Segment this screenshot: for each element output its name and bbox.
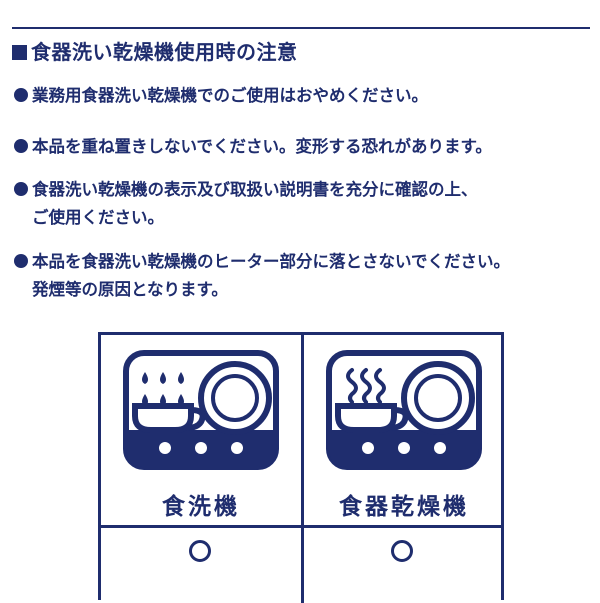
dishwasher-ok-mark — [189, 540, 211, 562]
note-text: 業務用食器洗い乾燥機でのご使用はおやめください。 — [32, 86, 428, 105]
section-heading: 食器洗い乾燥機使用時の注意 — [12, 36, 298, 65]
note-text: 本品を重ね置きしないでください。変形する恐れがあります。 — [32, 137, 492, 156]
note-text-continued: ご使用ください。 — [32, 208, 164, 227]
mark-row-divider — [101, 525, 501, 528]
note-text-continued: 発煙等の原因となります。 — [32, 280, 228, 299]
note-item: 食器洗い乾燥機の表示及び取扱い説明書を充分に確認の上、 ご使用ください。 — [14, 176, 478, 232]
note-text: 本品を食器洗い乾燥機のヒーター部分に落とさないでください。 — [32, 252, 511, 271]
panel-divider — [301, 335, 304, 603]
heading-text: 食器洗い乾燥機使用時の注意 — [31, 40, 298, 64]
dishwasher-icon — [123, 350, 279, 470]
bullet-icon — [14, 139, 28, 153]
bullet-icon — [14, 254, 28, 268]
bullet-icon — [14, 88, 28, 102]
dish-dryer-icon — [326, 350, 482, 470]
note-item: 業務用食器洗い乾燥機でのご使用はおやめください。 — [14, 82, 428, 110]
bullet-icon — [14, 182, 28, 196]
note-item: 本品を重ね置きしないでください。変形する恐れがあります。 — [14, 133, 492, 161]
compatibility-panels: 食洗機 食器乾燥機 — [98, 332, 504, 603]
note-text: 食器洗い乾燥機の表示及び取扱い説明書を充分に確認の上、 — [32, 180, 478, 199]
dishwasher-label: 食洗機 — [162, 494, 240, 520]
note-item: 本品を食器洗い乾燥機のヒーター部分に落とさないでください。 発煙等の原因となりま… — [14, 248, 510, 304]
dish-dryer-label: 食器乾燥機 — [339, 494, 469, 520]
square-bullet-icon — [12, 45, 27, 60]
top-rule — [12, 27, 590, 29]
dish-dryer-ok-mark — [391, 540, 413, 562]
